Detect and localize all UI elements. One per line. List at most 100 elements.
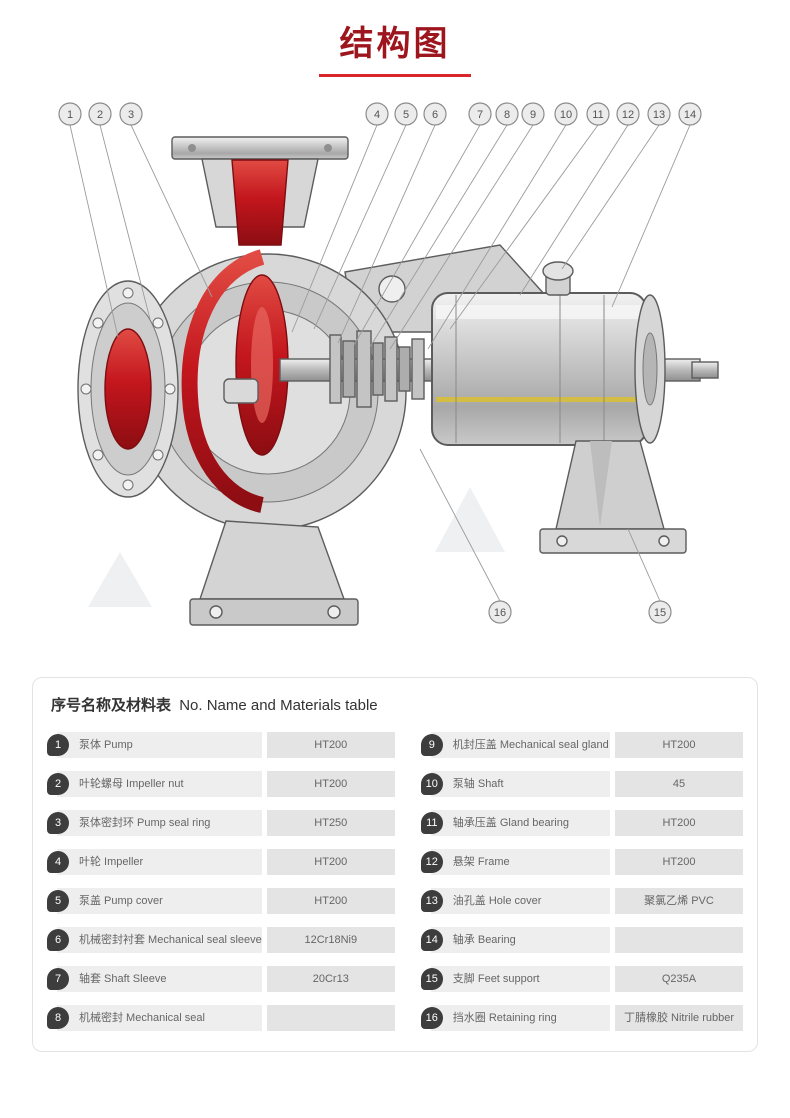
- callout-leader-13: [561, 124, 660, 270]
- row-material: 聚氯乙烯 PVC: [615, 887, 743, 914]
- table-row: 8 机械密封 Mechanical seal: [47, 1004, 395, 1031]
- materials-table-header: 序号名称及材料表 No. Name and Materials table: [51, 694, 743, 715]
- row-name: 轴承 Bearing: [430, 926, 610, 953]
- row-number-badge: 10: [420, 772, 443, 795]
- callout-label-8: 8: [504, 109, 510, 121]
- row-material: 丁腈橡胶 Nitrile rubber: [615, 1004, 743, 1031]
- suction-bolt-holes: [80, 287, 176, 491]
- row-number-badge: 5: [47, 889, 69, 912]
- callout-leader-10: [427, 124, 567, 350]
- seal-assembly: [329, 330, 425, 408]
- discharge-throat: [231, 159, 289, 246]
- callout-leader-3: [130, 124, 213, 298]
- foot-bolt-hole: [209, 605, 223, 619]
- row-number-badge: 16: [420, 1006, 443, 1029]
- callout-label-3: 3: [128, 109, 134, 121]
- callout-label-12: 12: [622, 109, 634, 121]
- row-material: [266, 1004, 395, 1031]
- row-name: 叶轮 Impeller: [57, 848, 262, 875]
- row-number-badge: 2: [47, 772, 69, 795]
- title-block: 结构图: [0, 0, 790, 77]
- row-name: 机封压盖 Mechanical seal gland: [430, 731, 610, 758]
- row-material: 12Cr18Ni9: [266, 926, 395, 953]
- frame-window: [378, 275, 406, 303]
- row-material: HT200: [266, 848, 395, 875]
- table-row: 3 泵体密封环 Pump seal ring HT250: [47, 809, 395, 836]
- row-name: 泵体密封环 Pump seal ring: [57, 809, 262, 836]
- table-row: 7 轴套 Shaft Sleeve 20Cr13: [47, 965, 395, 992]
- foot-rear-gusset: [590, 441, 612, 527]
- callout-leader-11: [449, 124, 599, 330]
- table-row: 11 轴承压盖 Gland bearing HT200: [420, 809, 743, 836]
- callout-10: [554, 102, 578, 126]
- callout-14: [678, 102, 702, 126]
- row-number-badge: 14: [420, 928, 443, 951]
- row-material: [615, 926, 743, 953]
- callout-1: [58, 102, 82, 126]
- row-name: 机械密封衬套 Mechanical seal sleeve: [57, 926, 262, 953]
- row-name: 支脚 Feet support: [430, 965, 610, 992]
- callout-label-1: 1: [67, 109, 73, 121]
- row-number-badge: 15: [420, 967, 443, 990]
- hole-cover-cap: [542, 261, 574, 281]
- row-material: 20Cr13: [266, 965, 395, 992]
- row-number-badge: 3: [47, 811, 69, 834]
- callout-label-6: 6: [432, 109, 438, 121]
- callout-label-9: 9: [530, 109, 536, 121]
- callout-3: [119, 102, 143, 126]
- table-row: 12 悬架 Frame HT200: [420, 848, 743, 875]
- row-number-badge: 11: [420, 811, 443, 834]
- row-name: 泵体 Pump: [57, 731, 262, 758]
- flange-bolt: [188, 144, 196, 152]
- callout-leader-9: [389, 124, 534, 350]
- discharge-flange: [171, 136, 349, 160]
- row-number-badge: 8: [47, 1006, 69, 1029]
- callout-label-2: 2: [97, 109, 103, 121]
- row-material: HT200: [615, 848, 743, 875]
- row-number-badge: 6: [47, 928, 69, 951]
- callout-leader-8: [369, 124, 508, 348]
- row-number-badge: 7: [47, 967, 69, 990]
- table-col-right: 9 机封压盖 Mechanical seal gland HT200 10 泵轴…: [420, 731, 743, 1031]
- callout-label-7: 7: [477, 109, 483, 121]
- row-number-badge: 12: [420, 850, 443, 873]
- callout-2: [88, 102, 112, 126]
- callout-4: [365, 102, 389, 126]
- row-name: 油孔盖 Hole cover: [430, 887, 610, 914]
- foot-front-base: [189, 598, 359, 626]
- impeller-highlight: [251, 307, 273, 423]
- row-name: 叶轮螺母 Impeller nut: [57, 770, 262, 797]
- callout-leader-5: [313, 124, 407, 330]
- callout-label-13: 13: [653, 109, 665, 121]
- row-material: HT200: [266, 731, 395, 758]
- table-col-left: 1 泵体 Pump HT200 2 叶轮螺母 Impeller nut HT20…: [47, 731, 395, 1031]
- materials-table-title-en: No. Name and Materials table: [179, 697, 378, 714]
- callout-leader-15: [627, 528, 661, 602]
- callout-11: [586, 102, 610, 126]
- callout-leader-6: [337, 124, 436, 344]
- table-row: 14 轴承 Bearing: [420, 926, 743, 953]
- callout-7: [468, 102, 492, 126]
- foot-front: [199, 520, 345, 600]
- callout-16: [488, 600, 512, 624]
- bearing-end-cap-hub: [642, 332, 658, 406]
- callout-leader-4: [291, 124, 378, 333]
- callout-9: [521, 102, 545, 126]
- row-name: 挡水圈 Retaining ring: [430, 1004, 610, 1031]
- row-name: 轴承压盖 Gland bearing: [430, 809, 610, 836]
- callout-5: [394, 102, 418, 126]
- row-material: HT200: [266, 887, 395, 914]
- table-row: 13 油孔盖 Hole cover 聚氯乙烯 PVC: [420, 887, 743, 914]
- callout-label-15: 15: [654, 607, 666, 619]
- callout-12: [616, 102, 640, 126]
- row-number-badge: 9: [420, 733, 443, 756]
- row-number-badge: 4: [47, 850, 69, 873]
- callout-leader-7: [353, 124, 481, 346]
- table-row: 5 泵盖 Pump cover HT200: [47, 887, 395, 914]
- table-row: 16 挡水圈 Retaining ring 丁腈橡胶 Nitrile rubbe…: [420, 1004, 743, 1031]
- impeller-nut: [223, 378, 259, 404]
- foot-bolt-hole: [327, 605, 341, 619]
- shaft-end: [691, 361, 719, 379]
